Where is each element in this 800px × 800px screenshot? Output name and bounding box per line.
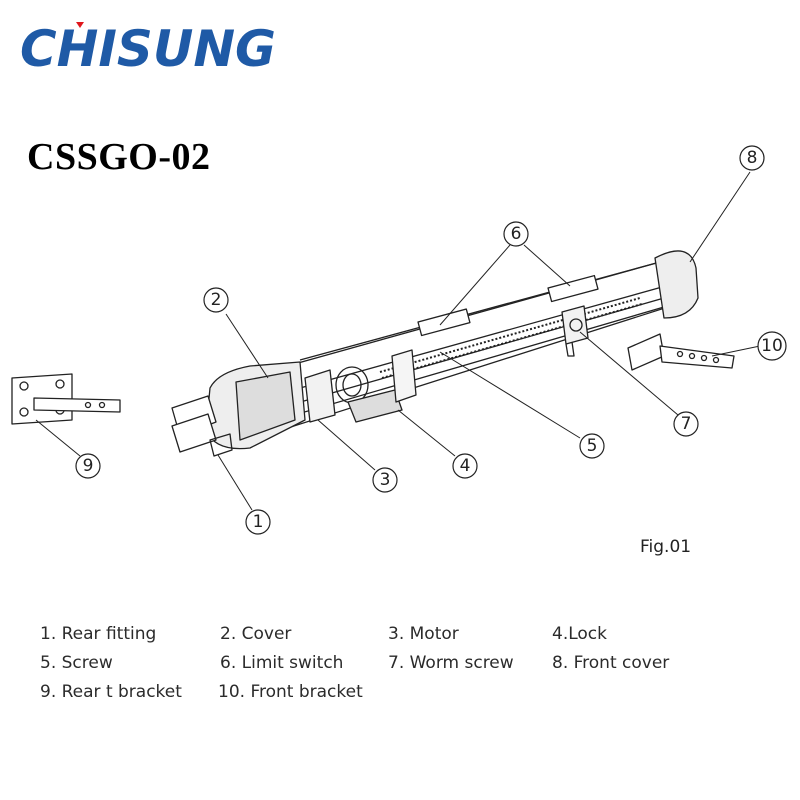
legend-item-cover: 2. Cover xyxy=(220,624,292,644)
model-title: CSSGO-02 xyxy=(27,136,211,178)
logo-accent-mark xyxy=(76,22,84,28)
legend-item-worm-screw: 7. Worm screw xyxy=(388,653,514,673)
callout-1: 1 xyxy=(253,512,264,532)
legend-item-front-bracket: 10. Front bracket xyxy=(218,682,363,702)
callout-9: 9 xyxy=(83,456,94,476)
legend-item-rear-bracket: 9. Rear t bracket xyxy=(40,682,182,702)
svg-text:CHISUNG: CHISUNG xyxy=(20,20,276,74)
callout-6: 6 xyxy=(511,224,522,244)
callout-3: 3 xyxy=(380,470,391,490)
callout-7: 7 xyxy=(681,414,692,434)
callout-4: 4 xyxy=(460,456,471,476)
legend-item-lock: 4.Lock xyxy=(552,624,607,644)
callout-10: 10 xyxy=(761,336,783,356)
legend-item-limit-switch: 6. Limit switch xyxy=(220,653,344,673)
legend-item-front-cover: 8. Front cover xyxy=(552,653,670,673)
callout-2: 2 xyxy=(211,290,222,310)
legend-item-screw: 5. Screw xyxy=(40,653,113,673)
chisung-logo: CHISUNG xyxy=(20,20,276,74)
callout-5: 5 xyxy=(587,436,598,456)
figure-label: Fig.01 xyxy=(640,537,692,557)
legend-item-motor: 3. Motor xyxy=(388,624,459,644)
callout-8: 8 xyxy=(747,148,758,168)
legend-item-rear-fitting: 1. Rear fitting xyxy=(40,624,157,644)
